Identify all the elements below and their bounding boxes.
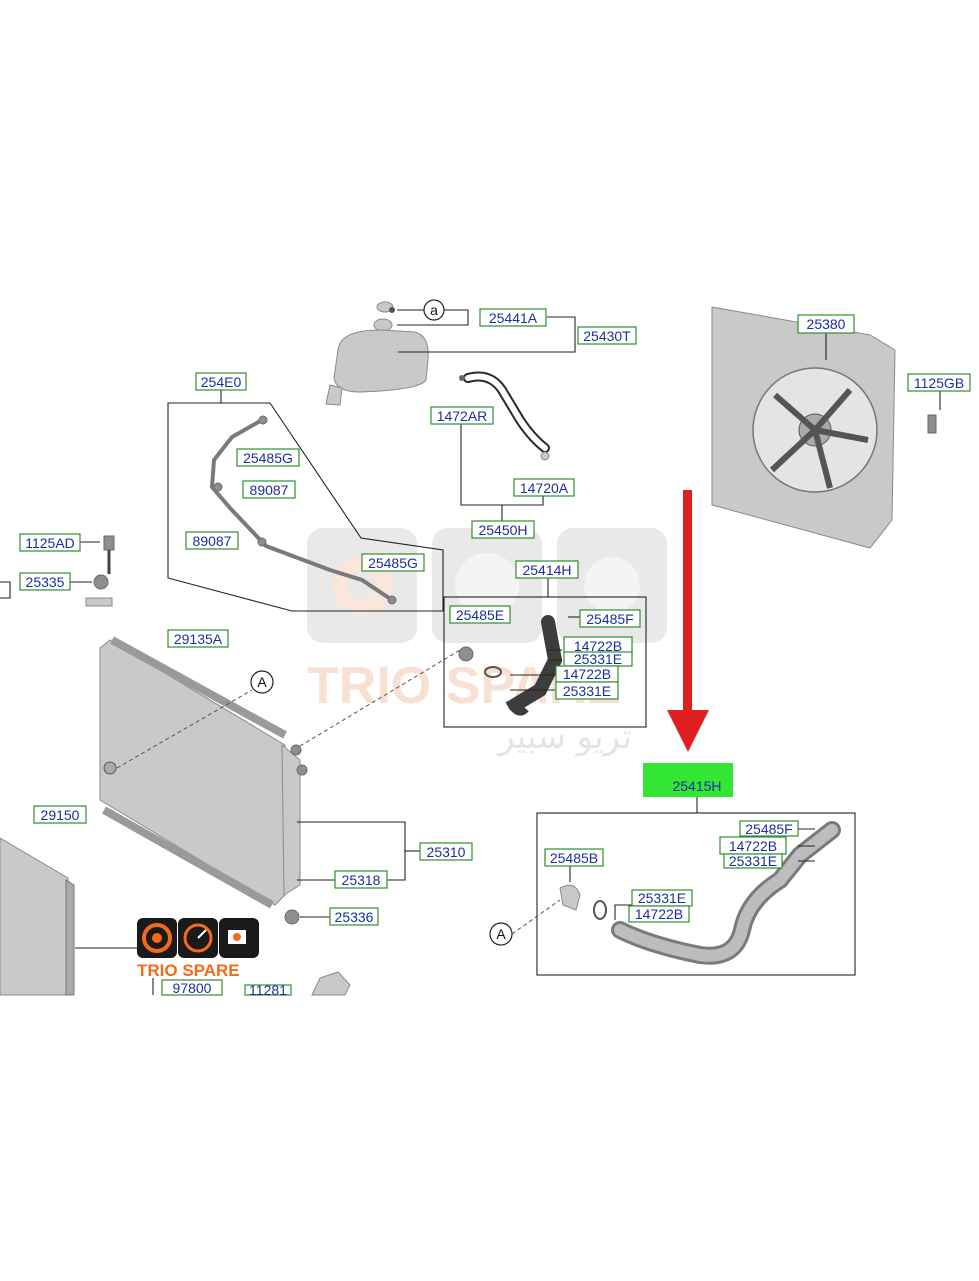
label-25450H[interactable]: 25450H bbox=[471, 520, 535, 539]
label-25485G-mid[interactable]: 25485G bbox=[361, 553, 425, 572]
svg-text:25336: 25336 bbox=[335, 909, 374, 925]
svg-text:14722B: 14722B bbox=[574, 638, 622, 654]
watermark-engine bbox=[584, 557, 640, 613]
svg-text:25318: 25318 bbox=[342, 872, 381, 888]
label-11281[interactable]: 11281 bbox=[244, 982, 292, 998]
label-25485E[interactable]: 25485E bbox=[449, 605, 511, 624]
label-14722B-b[interactable]: 14722B bbox=[555, 665, 619, 683]
label-25441A[interactable]: 25441A bbox=[479, 308, 547, 327]
svg-text:14722B: 14722B bbox=[635, 906, 683, 922]
svg-text:14720A: 14720A bbox=[520, 480, 569, 496]
watermark-arabic: تريو سبير bbox=[496, 717, 632, 757]
brand-logo: TRIO SPARE bbox=[137, 918, 259, 980]
label-25415H[interactable]: 25415H bbox=[672, 778, 721, 794]
radiator bbox=[99, 636, 461, 925]
reservoir-body bbox=[333, 329, 429, 393]
svg-text:11281: 11281 bbox=[249, 982, 287, 998]
svg-text:a: a bbox=[430, 302, 438, 318]
svg-text:14722B: 14722B bbox=[729, 838, 777, 854]
svg-text:1125GB: 1125GB bbox=[914, 375, 964, 391]
reservoir-tank bbox=[325, 301, 429, 406]
svg-text:25485E: 25485E bbox=[456, 607, 504, 623]
label-1472AR[interactable]: 1472AR bbox=[430, 406, 494, 425]
svg-text:25414H: 25414H bbox=[522, 562, 571, 578]
label-25331E-d[interactable]: 25331E bbox=[631, 889, 693, 907]
lower-hose-group bbox=[511, 797, 856, 976]
svg-text:25331E: 25331E bbox=[638, 890, 686, 906]
watermark-gauge bbox=[455, 553, 519, 617]
logo-text: TRIO SPARE bbox=[137, 961, 240, 980]
label-25335[interactable]: 25335 bbox=[19, 572, 71, 591]
condenser bbox=[0, 837, 140, 996]
svg-text:1125AD: 1125AD bbox=[25, 535, 75, 551]
label-14722B-a[interactable]: 14722B bbox=[563, 636, 633, 655]
svg-text:25430T: 25430T bbox=[583, 328, 631, 344]
label-1125GB[interactable]: 1125GB bbox=[907, 373, 971, 392]
svg-text:A: A bbox=[257, 674, 267, 690]
label-25485F-b[interactable]: 25485F bbox=[739, 820, 799, 837]
label-25485B[interactable]: 25485B bbox=[544, 848, 604, 867]
marker-a: a bbox=[423, 299, 445, 321]
bolt-bracket-left bbox=[0, 535, 115, 607]
highlight-arrow bbox=[667, 490, 709, 752]
svg-text:25310: 25310 bbox=[427, 844, 466, 860]
label-25331E-c[interactable]: 25331E bbox=[723, 853, 783, 869]
svg-text:89087: 89087 bbox=[250, 482, 289, 498]
marker-A-top: A bbox=[250, 670, 274, 694]
label-25318[interactable]: 25318 bbox=[334, 870, 388, 889]
label-25380[interactable]: 25380 bbox=[797, 314, 855, 334]
label-25331E-b[interactable]: 25331E bbox=[555, 681, 619, 700]
svg-text:25485F: 25485F bbox=[745, 821, 792, 837]
label-14720A[interactable]: 14720A bbox=[513, 478, 575, 497]
svg-text:29150: 29150 bbox=[41, 807, 80, 823]
label-29135A[interactable]: 29135A bbox=[167, 629, 229, 648]
bottom-partial-parts bbox=[152, 971, 351, 996]
label-25414H[interactable]: 25414H bbox=[515, 560, 579, 579]
fan-shroud bbox=[711, 306, 941, 549]
svg-text:14722B: 14722B bbox=[563, 666, 611, 682]
label-14722B-c[interactable]: 14722B bbox=[719, 836, 787, 855]
svg-text:25485G: 25485G bbox=[243, 450, 293, 466]
label-25331E-a[interactable]: 25331E bbox=[563, 651, 633, 667]
heater-pipes bbox=[209, 415, 397, 605]
svg-text:25415H: 25415H bbox=[672, 778, 721, 794]
svg-text:254E0: 254E0 bbox=[201, 374, 242, 390]
label-1125AD[interactable]: 1125AD bbox=[19, 533, 81, 552]
svg-text:25335: 25335 bbox=[26, 574, 65, 590]
label-89087-a[interactable]: 89087 bbox=[242, 480, 296, 499]
svg-text:25485G: 25485G bbox=[368, 555, 418, 571]
label-29150[interactable]: 29150 bbox=[33, 805, 87, 824]
label-254E0[interactable]: 254E0 bbox=[195, 372, 247, 391]
upper-hose-group bbox=[443, 578, 647, 728]
svg-text:A: A bbox=[496, 926, 506, 942]
svg-text:25380: 25380 bbox=[807, 316, 846, 332]
label-25310[interactable]: 25310 bbox=[419, 842, 473, 861]
overflow-hose bbox=[459, 371, 550, 461]
svg-text:25331E: 25331E bbox=[574, 651, 622, 667]
part-labels: 25441A 25430T a 254E0 25485G 89087 89087… bbox=[19, 299, 971, 998]
label-25485G-top[interactable]: 25485G bbox=[236, 448, 300, 467]
highlight-marker bbox=[643, 763, 733, 797]
svg-text:25331E: 25331E bbox=[729, 853, 777, 869]
svg-text:25441A: 25441A bbox=[489, 310, 538, 326]
radiator-core bbox=[99, 639, 286, 906]
marker-A-bottom: A bbox=[489, 922, 513, 946]
label-25485F-a[interactable]: 25485F bbox=[579, 609, 641, 628]
svg-text:1472AR: 1472AR bbox=[437, 408, 488, 424]
svg-text:25331E: 25331E bbox=[563, 683, 611, 699]
svg-text:97800: 97800 bbox=[173, 980, 212, 996]
svg-text:25485F: 25485F bbox=[586, 611, 633, 627]
label-25430T[interactable]: 25430T bbox=[577, 326, 637, 345]
svg-text:25485B: 25485B bbox=[550, 850, 598, 866]
svg-text:29135A: 29135A bbox=[174, 631, 223, 647]
svg-text:25450H: 25450H bbox=[478, 522, 527, 538]
bracket-254E0 bbox=[167, 390, 444, 612]
label-25336[interactable]: 25336 bbox=[329, 907, 379, 926]
svg-text:89087: 89087 bbox=[193, 533, 232, 549]
label-89087-b[interactable]: 89087 bbox=[185, 531, 239, 550]
label-97800[interactable]: 97800 bbox=[161, 979, 223, 996]
label-14722B-d[interactable]: 14722B bbox=[628, 905, 690, 923]
